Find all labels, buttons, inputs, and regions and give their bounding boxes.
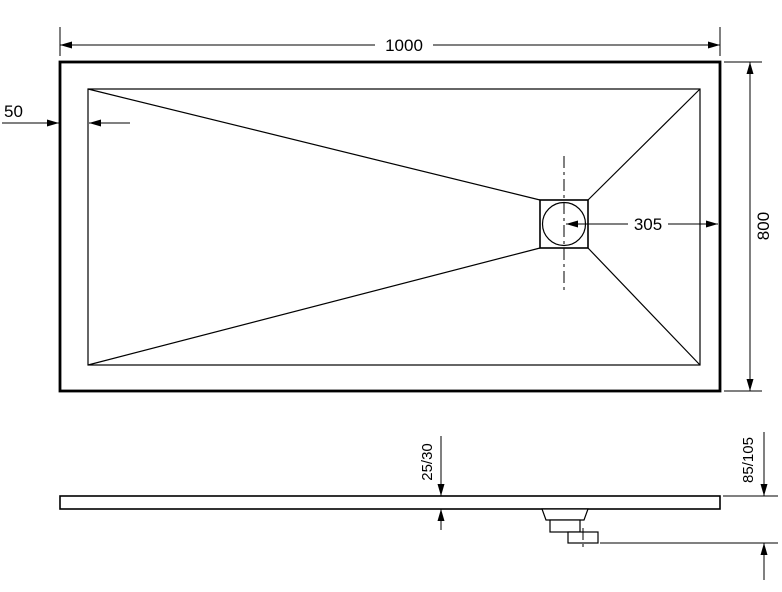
- slope-line-top-right: [587, 88, 701, 201]
- arrowhead-down: [437, 484, 445, 496]
- dim-overall-height: 85/105: [600, 432, 778, 580]
- dim-thickness: 25/30: [419, 436, 445, 530]
- dim-drain-to-edge-label: 305: [634, 215, 662, 234]
- dim-width: 1000: [59, 27, 721, 56]
- arrowhead-down: [746, 379, 754, 391]
- arrowhead-up: [437, 509, 445, 521]
- drain-trap-body: [549, 519, 581, 533]
- arrowhead-left: [566, 220, 578, 228]
- arrowhead-right: [47, 119, 59, 127]
- dim-depth: 800: [724, 61, 773, 392]
- slope-line-bottom-left: [87, 247, 541, 366]
- arrowhead-right: [708, 41, 720, 49]
- tray-section-slab: [59, 495, 721, 510]
- dim-thickness-label: 25/30: [419, 443, 436, 481]
- tray-inner-edge: [87, 88, 701, 366]
- top-view: [58, 60, 722, 393]
- arrowhead-up: [760, 543, 768, 555]
- tray-outer-edge: [58, 60, 722, 393]
- arrowhead-up: [746, 62, 754, 74]
- drain-trap-flange: [541, 508, 589, 521]
- arrowhead-right: [706, 220, 718, 228]
- arrowhead-left: [60, 41, 72, 49]
- slope-line-bottom-right: [587, 247, 701, 366]
- dim-overall-height-label: 85/105: [740, 437, 757, 483]
- dim-depth-label: 800: [754, 212, 773, 240]
- dim-edge-offset-label: 50: [4, 102, 23, 121]
- arrowhead-left: [89, 119, 101, 127]
- section-view: [59, 495, 721, 550]
- dim-edge-offset: 50: [2, 102, 130, 127]
- dim-drain-to-edge: 305: [566, 215, 718, 234]
- slope-line-top-left: [87, 88, 541, 201]
- dim-width-label: 1000: [385, 36, 423, 55]
- arrowhead-down: [760, 484, 768, 496]
